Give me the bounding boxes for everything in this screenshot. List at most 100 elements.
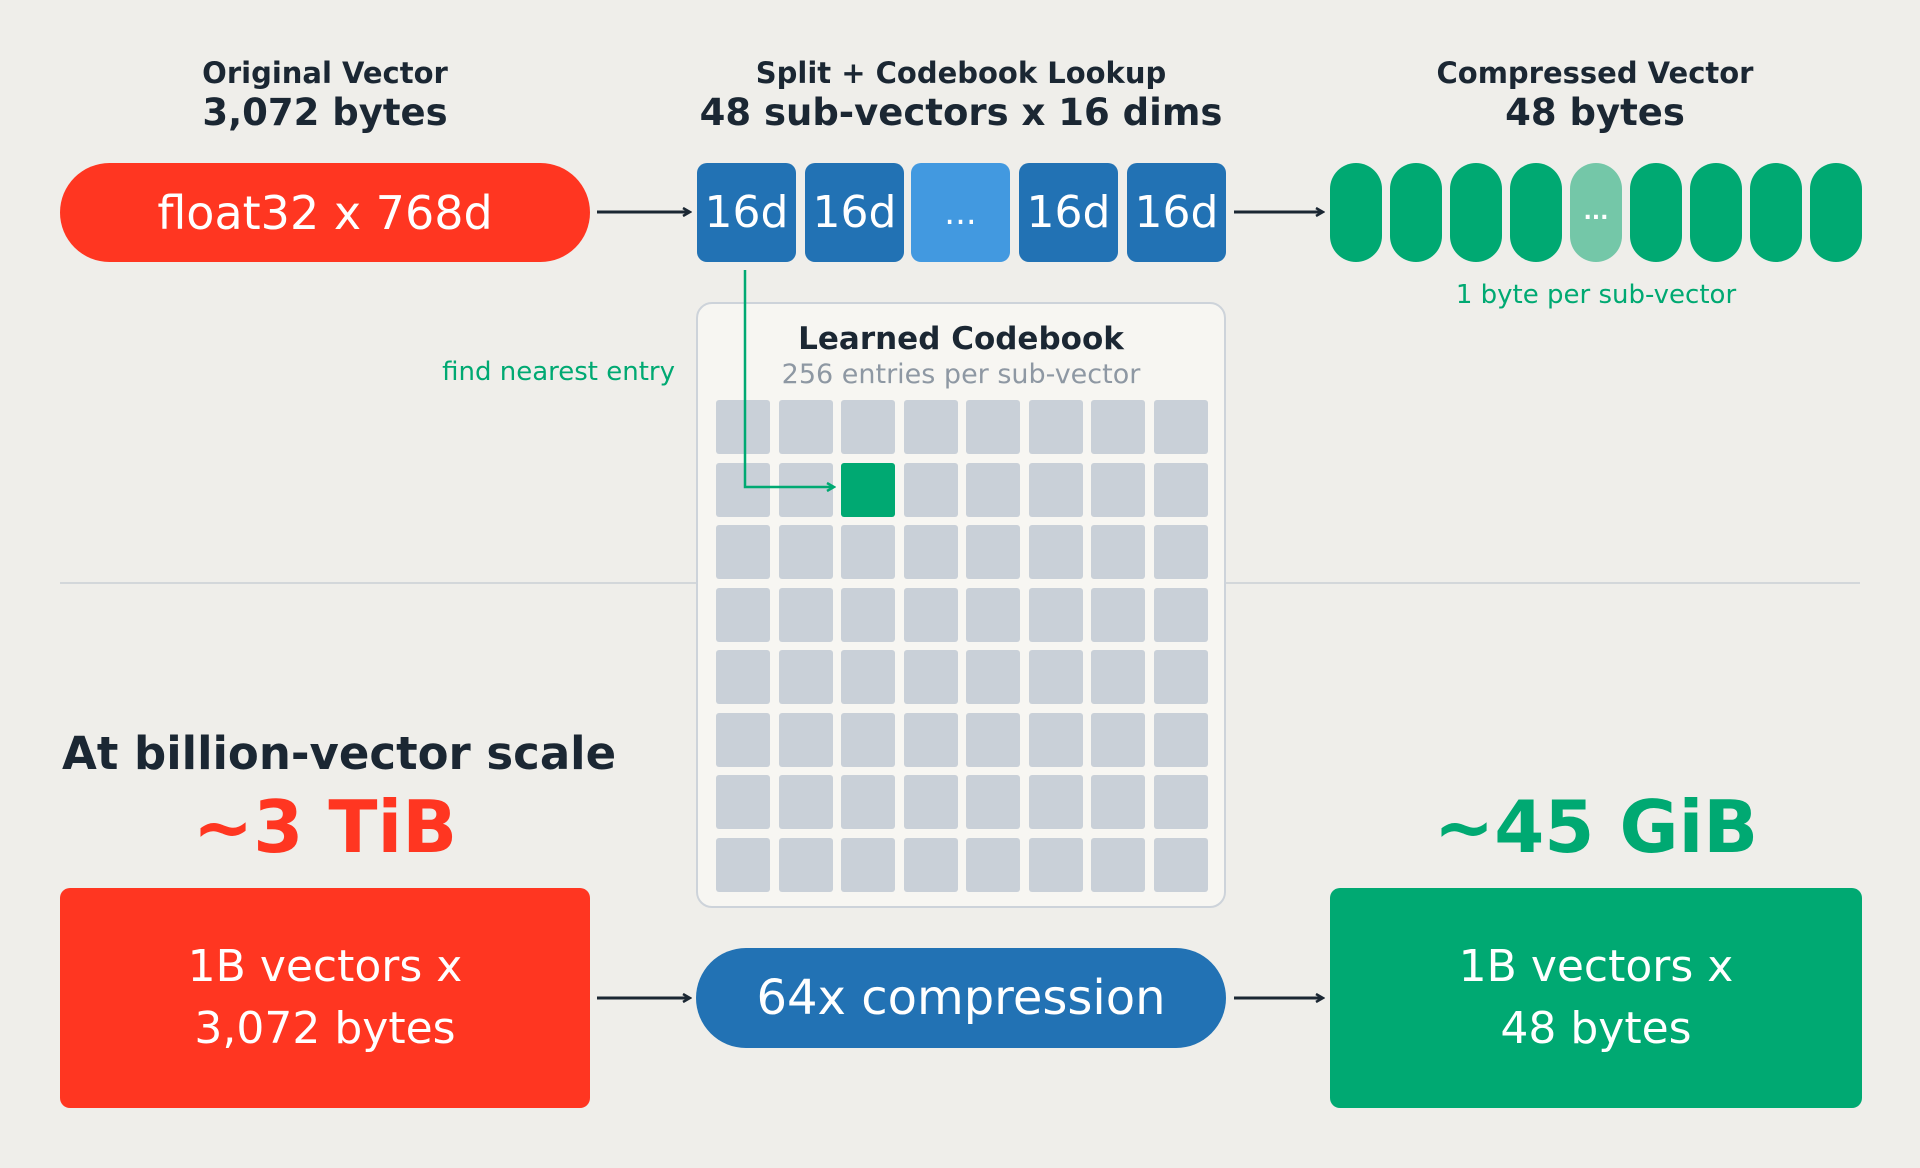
original-vector-title: Original Vector <box>202 56 448 90</box>
find-nearest-note: find nearest entry <box>442 357 675 387</box>
codebook-entry <box>1091 712 1145 767</box>
codebook-entry <box>1028 525 1083 579</box>
codebook-entry <box>778 462 833 517</box>
codebook-entry <box>1028 712 1083 767</box>
codebook-entry <box>1028 587 1083 642</box>
codebook-entry <box>841 837 895 892</box>
codebook-entry <box>1028 400 1083 454</box>
codebook-entry <box>903 712 958 767</box>
codebook-entry <box>1091 462 1145 517</box>
code-byte <box>1330 163 1382 262</box>
codebook-subtitle: 256 entries per sub-vector <box>781 359 1141 390</box>
codebook-entry <box>903 775 958 829</box>
code-byte <box>1510 163 1562 262</box>
split-title: Split + Codebook Lookup <box>755 56 1167 90</box>
codebook-entry <box>778 837 833 892</box>
segment-ellipsis: ... <box>911 163 1010 262</box>
codebook-entry-selected <box>841 462 895 517</box>
original-scale-line-1: 1B vectors x <box>187 941 463 993</box>
codebook-entry <box>903 525 958 579</box>
codebook-entry <box>1153 712 1208 767</box>
codebook-entry <box>1028 775 1083 829</box>
codebook-entry <box>841 400 895 454</box>
compressed-scale-box: 1B vectors x 48 bytes <box>1330 888 1862 1108</box>
codebook-title: Learned Codebook <box>798 321 1124 357</box>
codebook-entry <box>966 837 1020 892</box>
code-byte <box>1630 163 1682 262</box>
compression-ratio-pill: 64x compression <box>696 948 1226 1048</box>
codebook-entry <box>716 525 770 579</box>
codebook-entry <box>1153 650 1208 704</box>
codebook-entry <box>966 400 1020 454</box>
codebook-entry <box>778 400 833 454</box>
codebook-entry <box>1153 837 1208 892</box>
codebook-entry <box>1091 837 1145 892</box>
codebook-entry <box>966 650 1020 704</box>
codebook-entry <box>1091 525 1145 579</box>
lookup-arrow <box>743 270 834 487</box>
codebook-entry <box>1153 775 1208 829</box>
codebook-entry <box>966 712 1020 767</box>
compressed-scale-line-1: 1B vectors x <box>1458 941 1734 993</box>
codebook-entry <box>903 462 958 517</box>
codebook-entry <box>778 525 833 579</box>
codebook-entry <box>841 650 895 704</box>
code-byte-ellipsis: ... <box>1570 163 1622 262</box>
codebook-entry <box>903 587 958 642</box>
codebook-entry <box>1091 775 1145 829</box>
codebook-entry <box>1091 400 1145 454</box>
code-byte <box>1450 163 1502 262</box>
codebook-entry <box>1028 837 1083 892</box>
codebook-entry <box>778 650 833 704</box>
codebook-entry <box>778 587 833 642</box>
codebook-entry <box>841 712 895 767</box>
codebook-entry <box>966 587 1020 642</box>
codebook-entry <box>903 400 958 454</box>
code-byte <box>1390 163 1442 262</box>
original-scale-line-2: 3,072 bytes <box>194 1003 456 1054</box>
segment-block: 16d <box>1019 163 1118 262</box>
codebook-entry <box>966 462 1020 517</box>
codebook-entry <box>966 775 1020 829</box>
original-vector-size: 3,072 bytes <box>202 90 448 134</box>
codebook-entry <box>966 525 1020 579</box>
code-byte <box>1810 163 1862 262</box>
compressed-total-size: ~45 GiB <box>1433 785 1759 869</box>
codebook-entry <box>716 587 770 642</box>
codebook-entry <box>716 712 770 767</box>
split-header: Split + Codebook Lookup 48 sub-vectors x… <box>681 56 1241 135</box>
codebook-entry <box>841 587 895 642</box>
codebook-entry <box>716 775 770 829</box>
original-vector-header: Original Vector 3,072 bytes <box>45 56 605 135</box>
codebook-entry <box>1028 650 1083 704</box>
codebook-entry <box>903 650 958 704</box>
compressed-vector-header: Compressed Vector 48 bytes <box>1315 56 1875 135</box>
codebook-entry <box>716 650 770 704</box>
original-vector-pill: float32 x 768d <box>60 163 590 262</box>
compressed-vector-title: Compressed Vector <box>1436 56 1754 90</box>
codebook-entry <box>1153 400 1208 454</box>
codebook-entry <box>1153 525 1208 579</box>
codebook-entry <box>778 712 833 767</box>
byte-per-subvector-note: 1 byte per sub-vector <box>1455 280 1737 310</box>
original-scale-box: 1B vectors x 3,072 bytes <box>60 888 590 1108</box>
codebook-entry <box>716 837 770 892</box>
compressed-vector-size: 48 bytes <box>1505 90 1685 134</box>
split-detail: 48 sub-vectors x 16 dims <box>699 90 1223 134</box>
codebook-entry <box>1091 650 1145 704</box>
codebook-panel: Learned Codebook 256 entries per sub-vec… <box>696 302 1226 908</box>
codebook-entry <box>841 525 895 579</box>
codebook-entry <box>841 775 895 829</box>
segment-block: 16d <box>1127 163 1226 262</box>
codebook-entry <box>716 462 770 517</box>
original-total-size: ~3 TiB <box>192 785 458 869</box>
compressed-scale-line-2: 48 bytes <box>1500 1003 1692 1054</box>
scale-title: At billion-vector scale <box>62 727 617 780</box>
codebook-entry <box>903 837 958 892</box>
codebook-entry <box>1153 462 1208 517</box>
codebook-entry <box>778 775 833 829</box>
segment-block: 16d <box>805 163 904 262</box>
codebook-entry <box>1028 462 1083 517</box>
